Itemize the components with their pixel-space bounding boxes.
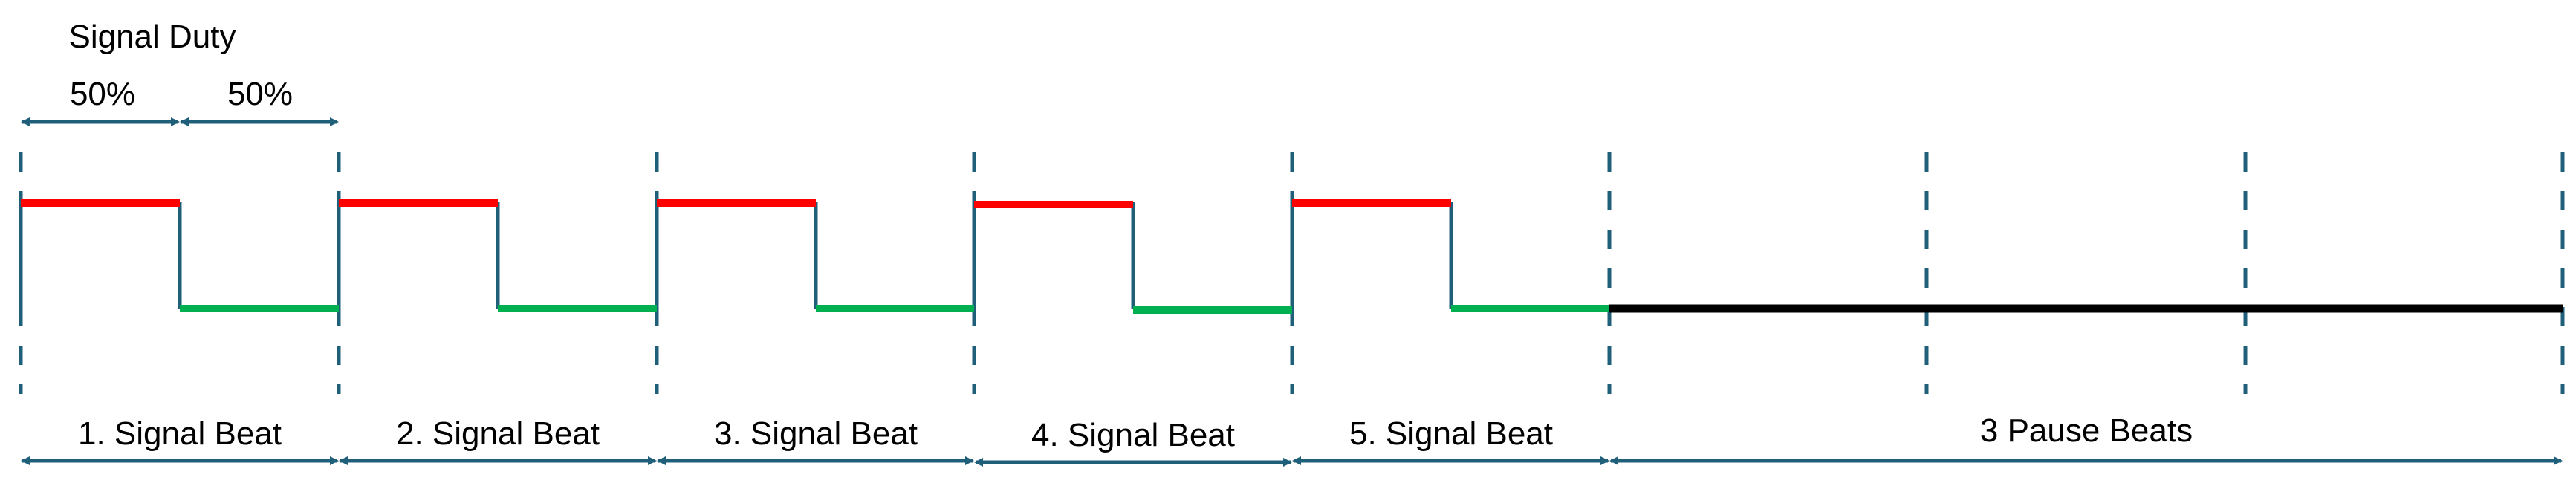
signal-transitions	[19, 202, 1453, 309]
duty-high-label: 50%	[70, 76, 135, 112]
duty-low-label: 50%	[227, 76, 293, 112]
beat-arrows	[21, 456, 2563, 467]
signal-beat-label-4: 4. Signal Beat	[1031, 417, 1235, 453]
pause-beats-label: 3 Pause Beats	[1980, 412, 2193, 449]
signal-low-segments	[180, 305, 1609, 314]
signal-beat-label-5: 5. Signal Beat	[1349, 415, 1553, 452]
signal-beat-label-2: 2. Signal Beat	[396, 415, 600, 452]
signal-duty-title: Signal Duty	[68, 19, 236, 55]
signal-beat-label-1: 1. Signal Beat	[78, 415, 282, 452]
signal-beat-label-3: 3. Signal Beat	[714, 415, 918, 452]
signal-high-segments	[21, 199, 1451, 208]
